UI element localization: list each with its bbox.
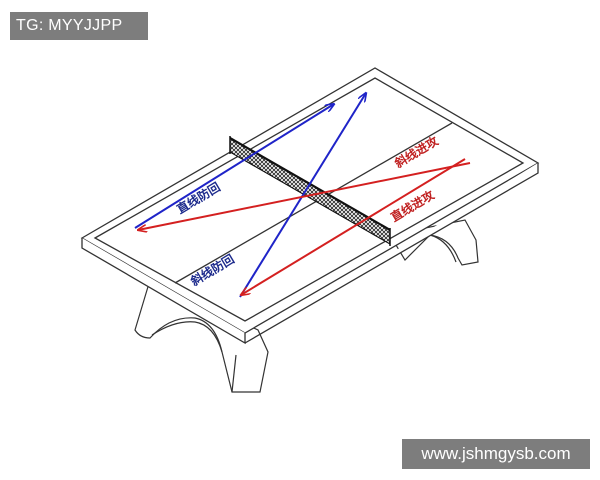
red-diagonal-arrow bbox=[138, 162, 471, 230]
watermark-bottom: www.jshmgysb.com bbox=[402, 439, 590, 469]
blue-diagonal-arrow bbox=[239, 93, 366, 298]
watermark-top: TG: MYYJJPP bbox=[10, 12, 148, 40]
blue-straight-arrow bbox=[134, 104, 334, 229]
table-top bbox=[80, 67, 540, 345]
red-straight-arrow bbox=[241, 158, 466, 295]
